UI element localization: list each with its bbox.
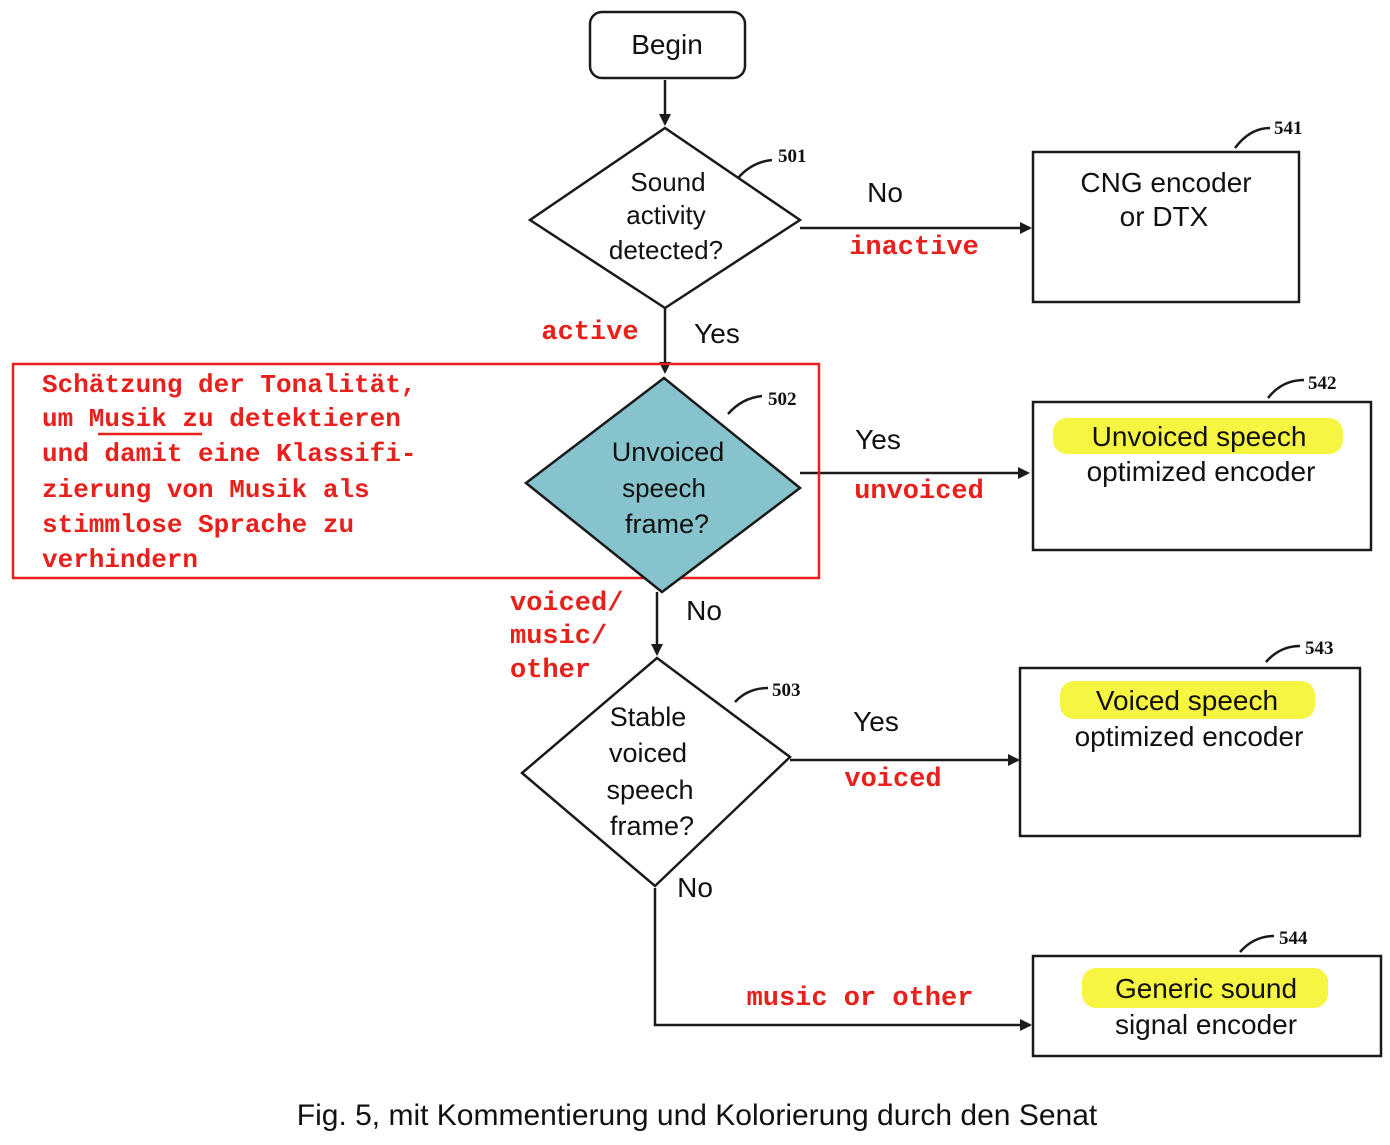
box-542-line-1: Unvoiced speech bbox=[1092, 421, 1307, 452]
annotation-line-1: Schätzung der Tonalität, bbox=[42, 370, 416, 400]
decision-502-line-3: frame? bbox=[625, 509, 709, 539]
ref-501-leader bbox=[737, 158, 773, 179]
box-544-line-2: signal encoder bbox=[1115, 1009, 1297, 1040]
box-544-line-1: Generic sound bbox=[1115, 973, 1297, 1004]
ref-501: 501 bbox=[778, 146, 807, 167]
decision-503-line-1: Stable bbox=[610, 702, 687, 732]
label-503-no: No bbox=[677, 872, 713, 903]
ref-544-leader bbox=[1239, 934, 1275, 953]
label-503-yes: Yes bbox=[853, 706, 899, 737]
decision-502-line-1: Unvoiced bbox=[612, 437, 725, 467]
box-541-line-1: CNG encoder bbox=[1080, 167, 1251, 198]
highlight-544 bbox=[1082, 968, 1328, 1008]
annotation-line-5: stimmlose Sprache zu bbox=[42, 510, 354, 540]
label-502-unvoiced: unvoiced bbox=[854, 477, 984, 507]
annotation-box bbox=[11, 362, 821, 580]
box-543-line-1: Voiced speech bbox=[1096, 685, 1278, 716]
decision-502-diamond bbox=[523, 376, 803, 594]
figure-caption: Fig. 5, mit Kommentierung und Kolorierun… bbox=[297, 1099, 1098, 1132]
ref-542-leader bbox=[1267, 378, 1305, 399]
ref-543-leader bbox=[1265, 644, 1301, 663]
label-503-voiced: voiced bbox=[844, 765, 941, 795]
highlight-542 bbox=[1053, 418, 1343, 454]
label-502-voiced: voiced/ bbox=[510, 589, 623, 619]
decision-503-line-2: voiced bbox=[609, 738, 687, 768]
ref-542: 542 bbox=[1308, 373, 1337, 394]
annotation-line-4: zierung von Musik als bbox=[42, 475, 370, 505]
decision-501-line-1: Sound bbox=[630, 167, 705, 197]
label-501-no: No bbox=[867, 177, 903, 208]
decision-502-line-2: speech bbox=[622, 473, 706, 503]
box-541-line-2: or DTX bbox=[1120, 201, 1209, 232]
label-501-inactive: inactive bbox=[849, 233, 979, 263]
decision-501-diamond bbox=[527, 126, 803, 310]
annotation-line-3: und damit eine Klassifi- bbox=[42, 439, 416, 469]
edge-503-to-544 bbox=[653, 888, 1032, 1031]
decision-503-line-4: frame? bbox=[610, 811, 694, 841]
box-543-line-2: optimized encoder bbox=[1075, 721, 1304, 752]
ref-543: 543 bbox=[1305, 638, 1334, 659]
ref-541: 541 bbox=[1274, 118, 1303, 139]
decision-501-line-3: detected? bbox=[609, 235, 723, 265]
box-541 bbox=[1031, 150, 1301, 304]
label-502-yes: Yes bbox=[855, 424, 901, 455]
box-542-line-2: optimized encoder bbox=[1087, 456, 1316, 487]
decision-503-diamond bbox=[520, 656, 792, 888]
label-501-yes: Yes bbox=[694, 318, 740, 349]
annotation-line-6: verhindern bbox=[42, 545, 198, 575]
decision-503-line-3: speech bbox=[606, 775, 693, 805]
ref-502-leader bbox=[727, 394, 763, 415]
label-502-no: No bbox=[686, 595, 722, 626]
annotation-line-2: um Musik zu detektieren bbox=[42, 404, 401, 434]
begin-terminal bbox=[588, 10, 747, 80]
label-501-active: active bbox=[541, 318, 638, 348]
ref-503: 503 bbox=[772, 680, 801, 701]
ref-503-leader bbox=[734, 686, 769, 703]
ref-544: 544 bbox=[1279, 928, 1308, 949]
ref-541-leader bbox=[1234, 126, 1271, 149]
highlight-543 bbox=[1060, 681, 1315, 719]
ref-502: 502 bbox=[768, 389, 797, 410]
label-503-music-or-other: music or other bbox=[747, 984, 974, 1014]
label-502-music: music/ bbox=[510, 622, 607, 652]
begin-label: Begin bbox=[631, 29, 703, 60]
decision-501-line-2: activity bbox=[626, 200, 705, 230]
label-502-other: other bbox=[510, 656, 591, 686]
